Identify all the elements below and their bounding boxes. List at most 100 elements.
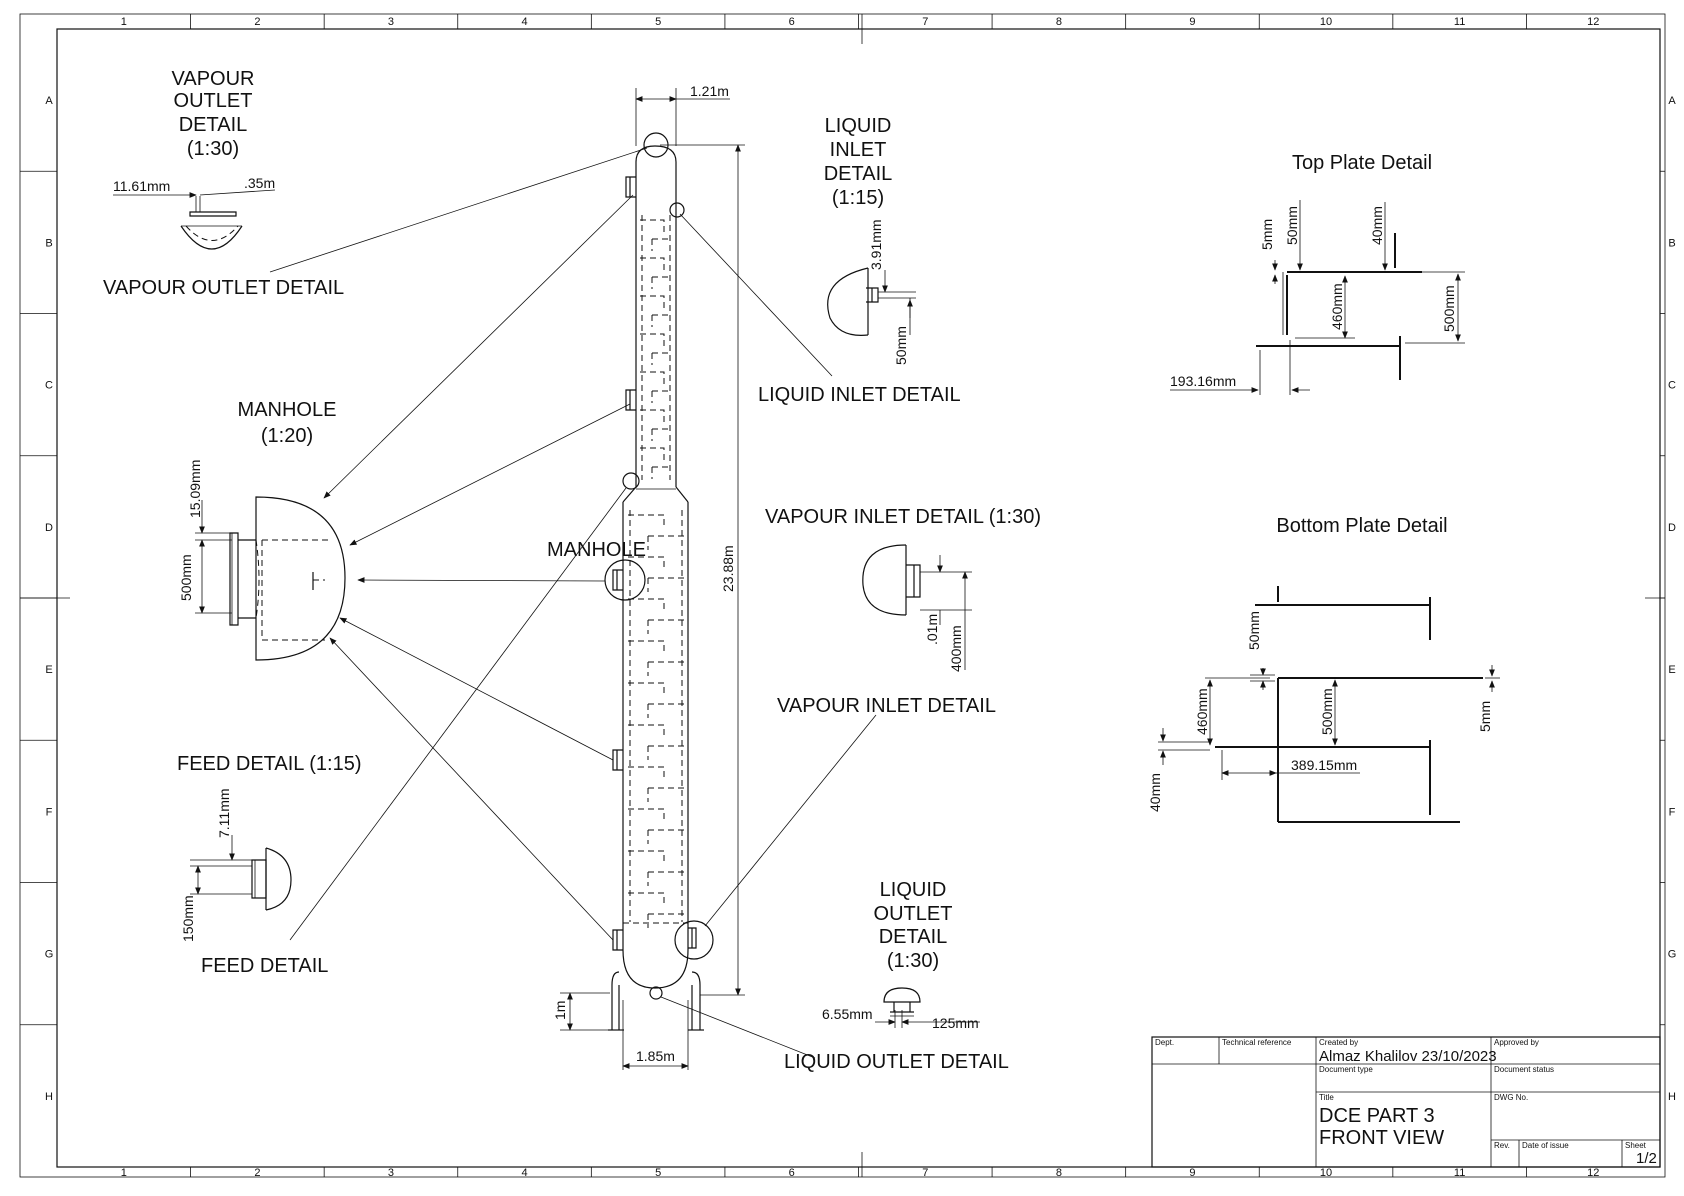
- dim-tp-40: 40mm: [1369, 206, 1385, 245]
- tray-bottom: [628, 766, 665, 781]
- li-title-3: DETAIL: [824, 163, 893, 185]
- tray-top: [640, 447, 665, 460]
- grid-row-left-H: H: [45, 1091, 53, 1103]
- tb-created-by-label: Created by: [1319, 1038, 1358, 1047]
- dim-li-top: 3.91mm: [868, 219, 884, 270]
- tb-title-line1: DCE PART 3: [1319, 1105, 1435, 1127]
- skirt-leg-left: [611, 971, 620, 1030]
- grid-col-top-11: 11: [1454, 16, 1465, 28]
- tray-bottom: [628, 598, 665, 613]
- mh-title-2: (1:20): [261, 425, 313, 447]
- tray-top: [640, 219, 665, 232]
- tray-top: [651, 466, 672, 479]
- detail-circle-liquid-inlet: [669, 202, 685, 218]
- tray-bottom: [647, 661, 684, 676]
- grid-col-top-4: 4: [521, 16, 527, 28]
- tray-bottom: [647, 619, 684, 634]
- grid-col-bottom-5: 5: [655, 1167, 661, 1179]
- grid-row-left-G: G: [45, 949, 54, 961]
- outer-border: [19, 13, 1666, 1178]
- mh-title-1: MANHOLE: [238, 399, 337, 421]
- mh-callout: MANHOLE: [547, 539, 646, 561]
- dim-lo-left: 6.55mm: [822, 1006, 873, 1022]
- vapour-outlet-detail: VAPOUR OUTLET DETAIL (1:30) 11.61mm .35m…: [103, 68, 344, 299]
- li-callout: LIQUID INLET DETAIL: [758, 384, 961, 406]
- skirt-leg-right: [691, 971, 701, 1030]
- tray-top: [640, 409, 665, 422]
- vo-title-1: VAPOUR: [172, 68, 255, 90]
- dim-bp-460: 460mm: [1194, 688, 1210, 735]
- dim-bp-40: 40mm: [1147, 773, 1163, 812]
- dim-vi-small: .01m: [924, 614, 940, 645]
- lo-callout: LIQUID OUTLET DETAIL: [784, 1051, 1009, 1073]
- grid-row-left-E: E: [45, 664, 52, 676]
- dim-tp-19316: 193.16mm: [1170, 373, 1236, 389]
- dim-vo-left: 11.61mm: [113, 178, 170, 194]
- column-bottom-shell: [622, 502, 689, 989]
- tray-bottom: [628, 724, 665, 739]
- tb-title-line2: FRONT VIEW: [1319, 1127, 1444, 1149]
- grid-col-bottom-10: 10: [1320, 1167, 1332, 1179]
- column-taper-left: [622, 486, 637, 503]
- vo-callout: VAPOUR OUTLET DETAIL: [103, 277, 344, 299]
- grid-col-top-2: 2: [254, 16, 260, 28]
- tray-top: [651, 314, 672, 327]
- grid-col-top-7: 7: [922, 16, 928, 28]
- column-trays: [623, 215, 688, 928]
- feed-title: FEED DETAIL (1:15): [177, 753, 362, 775]
- grid-row-right-A: A: [1668, 95, 1676, 107]
- tray-bottom: [628, 682, 665, 697]
- dim-skirt-height: 1m: [552, 1001, 568, 1020]
- grid-col-top-3: 3: [388, 16, 394, 28]
- tray-bottom: [628, 850, 665, 865]
- dim-vo-right: .35m: [244, 175, 275, 191]
- leader-lines: [269, 147, 877, 1059]
- tray-bottom: [647, 703, 684, 718]
- li-title-2: INLET: [830, 139, 887, 161]
- grid-col-bottom-6: 6: [789, 1167, 795, 1179]
- grid-row-right-F: F: [1669, 806, 1676, 818]
- dim-column-top-width: 1.21m: [690, 83, 729, 99]
- tb-dwg-no-label: DWG No.: [1494, 1093, 1528, 1102]
- grid-row-left-C: C: [45, 380, 53, 392]
- tray-bottom: [647, 535, 684, 550]
- tray-top: [651, 352, 672, 365]
- dim-bp-500: 500mm: [1319, 688, 1335, 735]
- tray-bottom: [647, 577, 684, 592]
- feed-callout: FEED DETAIL: [201, 955, 328, 977]
- lo-title-2: OUTLET: [874, 903, 953, 925]
- dim-tp-460: 460mm: [1329, 283, 1345, 330]
- grid-col-top-9: 9: [1189, 16, 1195, 28]
- tray-bottom: [628, 892, 665, 907]
- tray-bottom: [628, 640, 665, 655]
- dim-vi-large: 400mm: [948, 625, 964, 672]
- grid-row-left-D: D: [45, 522, 53, 534]
- lo-title-3: DETAIL: [879, 926, 948, 948]
- tray-bottom: [628, 556, 665, 571]
- tray-bottom: [628, 514, 665, 529]
- tb-tech-ref-label: Technical reference: [1222, 1038, 1292, 1047]
- dim-mh-height: 500mm: [178, 554, 194, 601]
- column-top-shell: [635, 145, 677, 487]
- grid-col-bottom-11: 11: [1454, 1167, 1465, 1179]
- grid-row-right-C: C: [1668, 380, 1676, 392]
- column-dimensions: 1.21m 23.88m 1.85m 1m: [552, 83, 745, 1070]
- column-taper-right: [675, 486, 689, 503]
- grid-col-bottom-3: 3: [388, 1167, 394, 1179]
- grid-col-top-12: 12: [1587, 16, 1599, 28]
- dim-feed-bottom: 150mm: [180, 895, 196, 942]
- nozzle-vapour-inlet: [688, 927, 697, 949]
- vi-title: VAPOUR INLET DETAIL (1:30): [765, 506, 1041, 528]
- nozzle-manhole-bottom: [612, 929, 623, 951]
- tb-doc-type-label: Document type: [1319, 1065, 1373, 1074]
- vo-title-2: OUTLET: [174, 90, 253, 112]
- grid-row-right-G: G: [1668, 949, 1677, 961]
- tb-sheet-label: Sheet: [1625, 1141, 1647, 1150]
- li-title-4: (1:15): [832, 187, 884, 209]
- manhole-detail: MANHOLE (1:20) 15.09mm 500mm MANHOLE: [178, 399, 646, 661]
- dim-lo-right: 125mm: [932, 1015, 979, 1031]
- grid-col-top-6: 6: [789, 16, 795, 28]
- tray-bottom: [647, 787, 684, 802]
